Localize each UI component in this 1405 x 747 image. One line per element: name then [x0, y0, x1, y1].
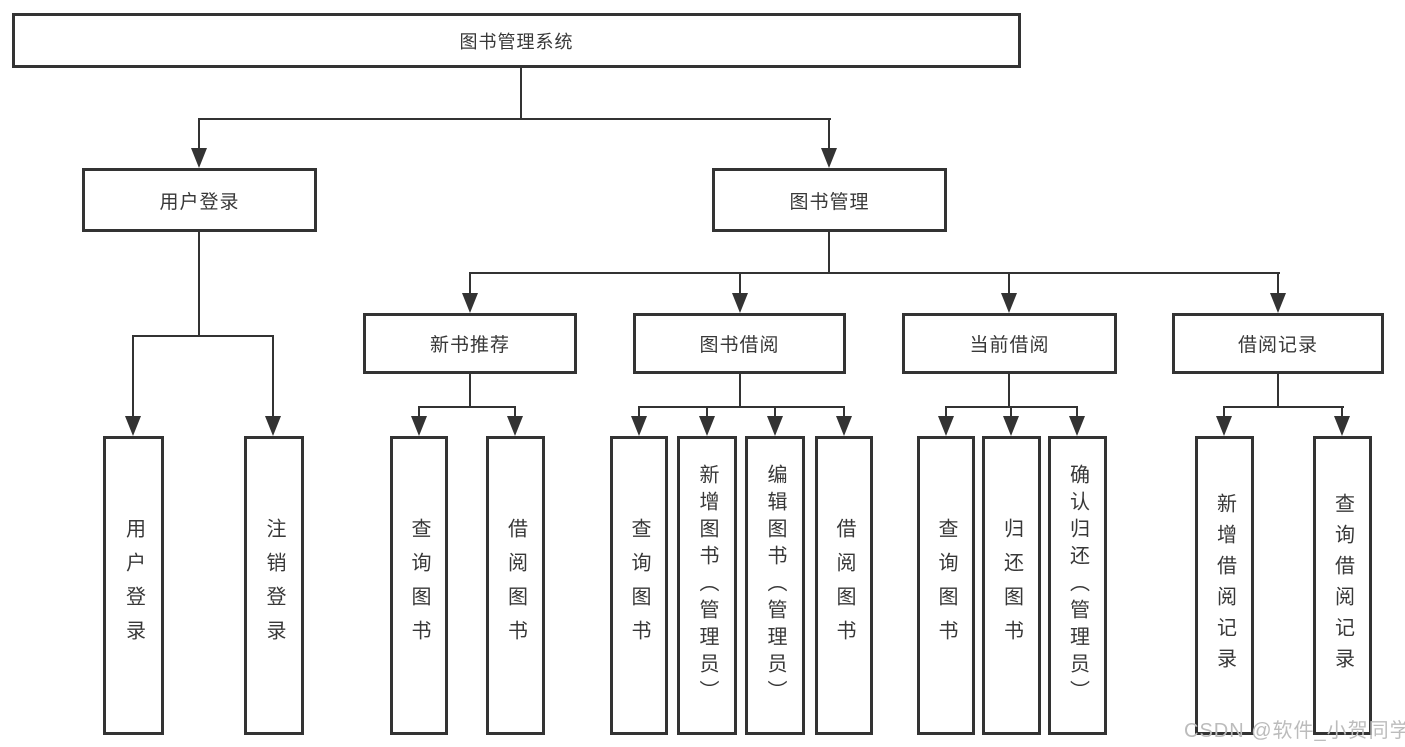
connector-line: [132, 335, 274, 337]
leaf-query-book-label: 查询图书: [935, 517, 957, 654]
leaf-query-book-label: 查询图书: [408, 517, 430, 654]
arrow-down-icon: [767, 416, 783, 436]
connector-line: [198, 118, 200, 150]
leaf-add-book-admin: 新增图书（管理员）: [677, 436, 737, 735]
watermark: CSDN @软件_小贺同学: [1184, 720, 1405, 742]
arrow-down-icon: [631, 416, 647, 436]
connector-line: [1341, 406, 1343, 418]
arrow-down-icon: [1001, 293, 1017, 313]
connector-line: [1010, 406, 1012, 418]
connector-line: [638, 406, 845, 408]
connector-line: [418, 406, 420, 418]
connector-line: [739, 272, 741, 295]
arrow-down-icon: [191, 148, 207, 168]
arrow-down-icon: [265, 416, 281, 436]
arrow-down-icon: [1216, 416, 1232, 436]
arrow-down-icon: [732, 293, 748, 313]
connector-line: [1277, 272, 1279, 295]
node-borrow-records: 借阅记录: [1172, 313, 1384, 374]
arrow-down-icon: [462, 293, 478, 313]
leaf-logout: 注销登录: [244, 436, 304, 735]
connector-line: [469, 374, 471, 406]
connector-line: [418, 406, 516, 408]
node-book-borrow: 图书借阅: [633, 313, 846, 374]
connector-line: [706, 406, 708, 418]
node-current-borrow-label: 当前借阅: [969, 335, 1050, 356]
connector-line: [514, 406, 516, 418]
leaf-confirm-return-admin: 确认归还（管理员）: [1048, 436, 1107, 735]
connector-line: [1008, 374, 1010, 406]
leaf-query-book-label: 查询图书: [628, 517, 650, 654]
connector-line: [520, 68, 522, 118]
connector-line: [843, 406, 845, 418]
connector-line: [198, 232, 200, 335]
arrow-down-icon: [125, 416, 141, 436]
node-current-borrow: 当前借阅: [902, 313, 1117, 374]
leaf-query-borrow-record: 查询借阅记录: [1313, 436, 1372, 735]
arrow-down-icon: [699, 416, 715, 436]
node-borrow-records-label: 借阅记录: [1237, 335, 1318, 356]
node-book-management: 图书管理: [712, 168, 947, 232]
node-user-login-label: 用户登录: [159, 191, 240, 213]
leaf-edit-book-admin: 编辑图书（管理员）: [745, 436, 805, 735]
arrow-down-icon: [1270, 293, 1286, 313]
node-new-book-recommend: 新书推荐: [363, 313, 577, 374]
connector-line: [739, 374, 741, 406]
arrow-down-icon: [1003, 416, 1019, 436]
leaf-add-borrow-record-label: 新增借阅记录: [1213, 492, 1236, 679]
connector-line: [272, 335, 274, 416]
leaf-query-borrow-record-label: 查询借阅记录: [1331, 492, 1354, 679]
connector-line: [774, 406, 776, 418]
leaf-user-login-label: 用户登录: [122, 517, 145, 654]
arrow-down-icon: [821, 148, 837, 168]
node-user-login: 用户登录: [82, 168, 317, 232]
leaf-add-book-admin-label: 新增图书（管理员）: [696, 464, 718, 707]
node-root-label: 图书管理系统: [459, 31, 574, 52]
connector-line: [638, 406, 640, 418]
leaf-query-book: 查询图书: [610, 436, 668, 735]
leaf-borrow-book-label: 借阅图书: [504, 517, 527, 654]
leaf-return-book: 归还图书: [982, 436, 1041, 735]
leaf-edit-book-admin-label: 编辑图书（管理员）: [764, 464, 786, 707]
node-book-borrow-label: 图书借阅: [699, 335, 780, 356]
connector-line: [1223, 406, 1344, 408]
leaf-logout-label: 注销登录: [263, 517, 285, 654]
arrow-down-icon: [1334, 416, 1350, 436]
node-root: 图书管理系统: [12, 13, 1021, 68]
leaf-add-borrow-record: 新增借阅记录: [1195, 436, 1254, 735]
leaf-borrow-book: 借阅图书: [486, 436, 545, 735]
leaf-query-book: 查询图书: [390, 436, 448, 735]
node-book-management-label: 图书管理: [789, 191, 870, 213]
arrow-down-icon: [938, 416, 954, 436]
leaf-borrow-book-label: 借阅图书: [833, 517, 855, 654]
connector-line: [945, 406, 947, 418]
leaf-borrow-book: 借阅图书: [815, 436, 873, 735]
connector-line: [1277, 374, 1279, 406]
leaf-return-book-label: 归还图书: [1000, 517, 1023, 654]
arrow-down-icon: [836, 416, 852, 436]
leaf-confirm-return-admin-label: 确认归还（管理员）: [1066, 464, 1089, 707]
arrow-down-icon: [411, 416, 427, 436]
arrow-down-icon: [507, 416, 523, 436]
connector-line: [132, 335, 134, 416]
leaf-query-book: 查询图书: [917, 436, 975, 735]
connector-line: [1008, 272, 1010, 295]
connector-line: [469, 272, 1280, 274]
connector-line: [1076, 406, 1078, 418]
connector-line: [1223, 406, 1225, 418]
leaf-user-login: 用户登录: [103, 436, 164, 735]
connector-line: [828, 232, 830, 272]
connector-line: [828, 118, 830, 150]
connector-line: [469, 272, 471, 295]
connector-line: [198, 118, 831, 120]
node-new-book-recommend-label: 新书推荐: [429, 335, 510, 356]
arrow-down-icon: [1069, 416, 1085, 436]
